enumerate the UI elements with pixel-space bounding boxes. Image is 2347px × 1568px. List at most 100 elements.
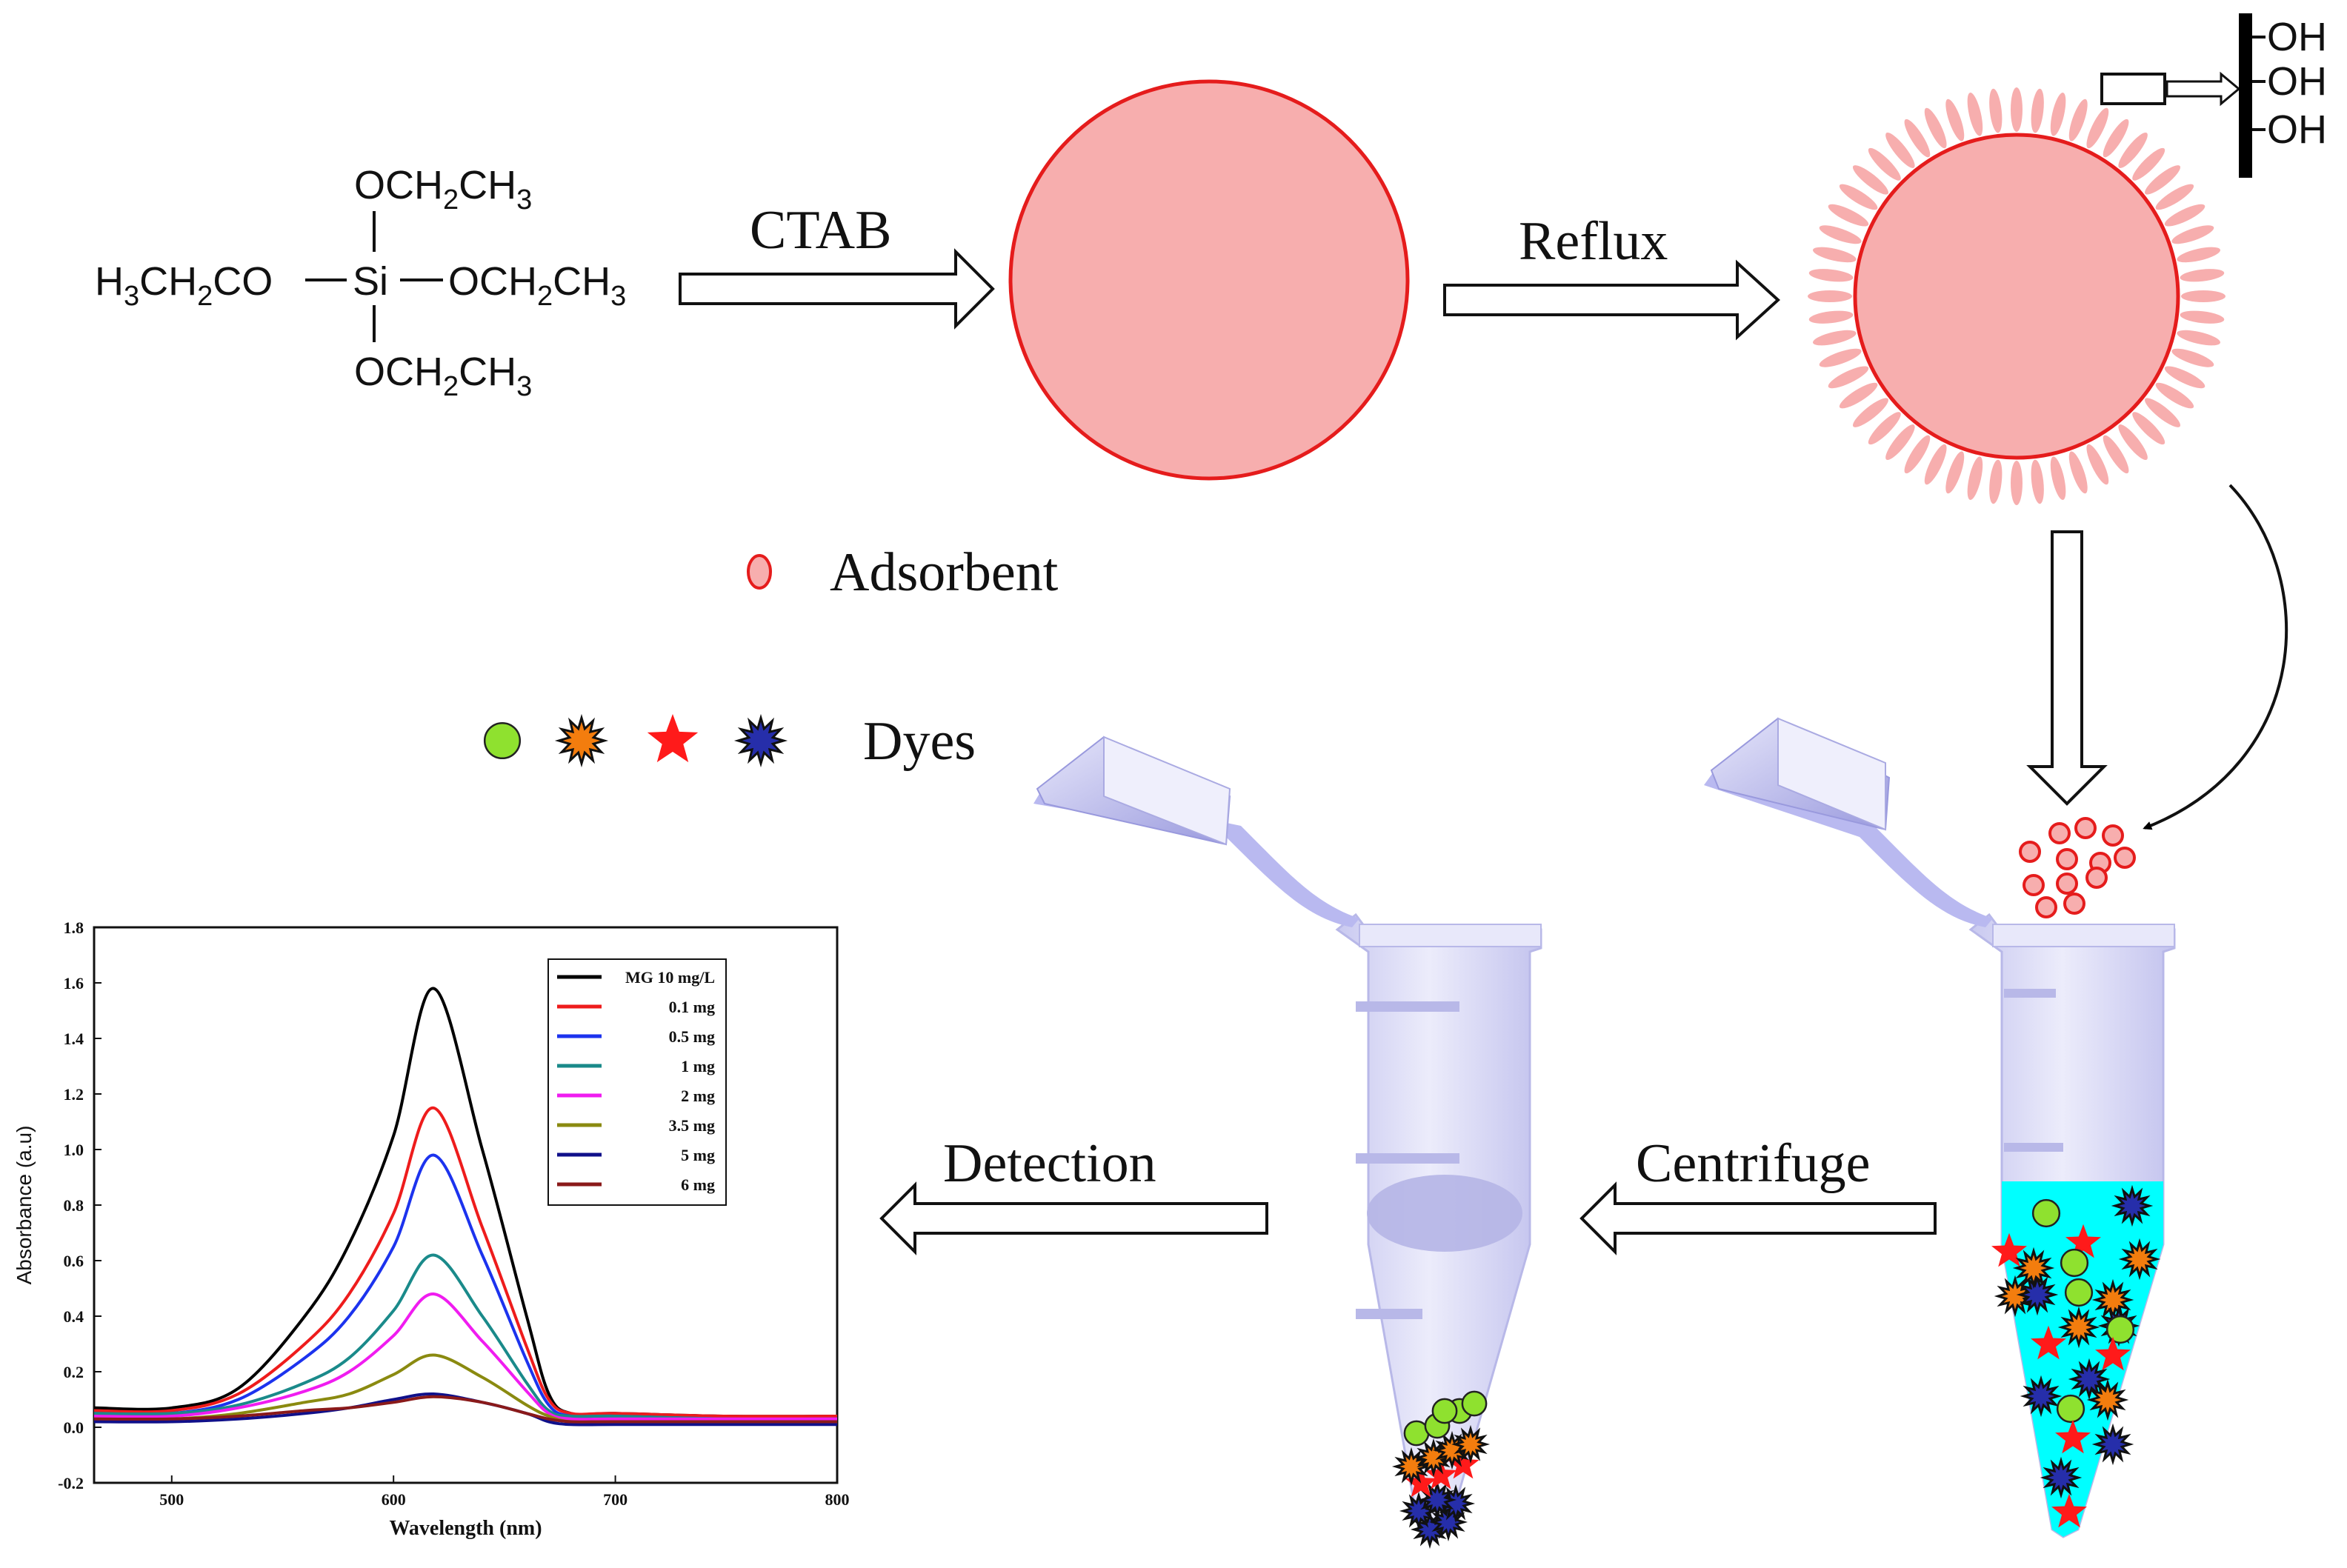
- dispersed-dye-particles: [1991, 1184, 2161, 1528]
- red-dye-icon: [2065, 1224, 2101, 1258]
- tube-with-dye-solution: [1704, 717, 2176, 1538]
- blue-dye-icon: [2016, 1273, 2059, 1316]
- legend-entry: 3.5 mg: [669, 1116, 715, 1135]
- adsorbent-spike: [2103, 119, 2129, 158]
- adsorbent-particle: [2063, 893, 2085, 915]
- ctab-label: CTAB: [750, 200, 891, 261]
- red-dye-icon: [2095, 1336, 2131, 1371]
- adsorbent-spike: [1967, 93, 1983, 136]
- adsorbent-spike: [1904, 435, 1931, 474]
- green-dye-icon: [1461, 1390, 1488, 1417]
- teos-structure: OCH2CH3 H3CH2CO Si OCH2CH3 OCH2CH3: [95, 163, 626, 402]
- curved-arrow: [2143, 484, 2288, 830]
- legend-frame: [547, 958, 727, 1206]
- adsorbent-spike: [2171, 225, 2214, 244]
- green-dye-icon: [483, 721, 522, 760]
- adsorbent-spike: [1839, 184, 1878, 210]
- legend-entry: MG 10 mg/L: [625, 968, 715, 987]
- legend-entry: 6 mg: [681, 1175, 715, 1194]
- series-line-3: [93, 1253, 838, 1421]
- silica-sphere: [1008, 79, 1410, 481]
- adsorbent-spike: [1819, 348, 1862, 367]
- ctab-arrow: [679, 248, 995, 330]
- x-tick-label: 700: [603, 1490, 627, 1509]
- tube-after-centrifuge: [1033, 735, 1542, 1549]
- orange-dye-icon: [2118, 1238, 2161, 1281]
- orange-dye-icon: [2057, 1306, 2100, 1349]
- red-dye-icon: [1425, 1458, 1457, 1489]
- blue-dye-icon: [2068, 1358, 2111, 1401]
- adsorbent-spike: [2118, 424, 2148, 461]
- surface-adsorbent-spikes: [1808, 87, 2226, 505]
- hydroxyl-3: OH: [2267, 107, 2327, 152]
- adsorbent-spike: [2068, 99, 2088, 141]
- adsorbent-spike: [1808, 310, 1854, 324]
- adsorbent-particle: [2019, 841, 2041, 863]
- series-line-7: [93, 1395, 837, 1424]
- dyes-label: Dyes: [863, 711, 976, 772]
- adsorbent-spike: [2132, 147, 2165, 181]
- legend-entry: 2 mg: [681, 1087, 715, 1105]
- green-dye-icon: [2060, 1248, 2089, 1278]
- x-axis-title: Wavelength (nm): [389, 1517, 542, 1540]
- adsorbent-spike: [2118, 132, 2148, 168]
- functionalized-sphere: [1808, 87, 2226, 505]
- red-dye-icon: [1447, 1448, 1479, 1479]
- adsorbent-spike: [1989, 88, 2003, 133]
- adsorbent-spike: [1813, 247, 1857, 263]
- series-line-1: [93, 1106, 838, 1418]
- adsorbent-spike: [1885, 424, 1915, 461]
- y-tick-label: 1.2: [64, 1085, 84, 1104]
- right-ethoxy-group: OCH2CH3: [448, 259, 626, 312]
- adsorbent-particles: [2019, 817, 2136, 918]
- adsorbent-spike: [2181, 290, 2226, 302]
- blue-dye-icon: [2091, 1423, 2134, 1466]
- adsorbent-spike: [1945, 451, 1965, 494]
- y-tick-label: 1.4: [64, 1030, 84, 1048]
- adsorbent-particle: [2023, 874, 2045, 896]
- adsorbent-spike: [1813, 330, 1857, 346]
- x-tick-label: 600: [382, 1490, 406, 1509]
- adsorbent-spike: [2145, 398, 2181, 427]
- x-tick-label: 800: [825, 1490, 850, 1509]
- surface-hydroxyl-inset: OH OH OH: [2100, 13, 2327, 178]
- green-dye-icon: [2056, 1394, 2085, 1424]
- adsorbent-spike: [2031, 459, 2044, 504]
- adsorbent-spike: [1868, 147, 1901, 181]
- adsorbent-spike: [1904, 119, 1931, 158]
- adsorbent-spike: [1839, 382, 1878, 409]
- adsorbent-spike: [1808, 290, 1852, 302]
- adsorbent-spike: [1828, 204, 1869, 227]
- adsorbent-spike: [2155, 382, 2194, 409]
- y-tick-label: 0.8: [64, 1196, 84, 1215]
- adsorbent-spike: [2103, 435, 2129, 474]
- adsorbent-spike: [2011, 461, 2023, 505]
- adsorbent-particle: [2114, 847, 2136, 869]
- adsorbent-icon: [747, 554, 772, 590]
- adsorbent-spike: [2180, 269, 2225, 282]
- adsorbent-spike: [2132, 412, 2165, 445]
- adsorbent-spike: [1852, 165, 1888, 195]
- adsorbent-spike: [2171, 348, 2214, 367]
- orange-dye-icon: [2012, 1247, 2055, 1290]
- adsorbent-spike: [2050, 456, 2066, 500]
- adsorbent-particle: [2085, 867, 2108, 889]
- red-dye-icon: [2031, 1325, 2066, 1360]
- y-tick-label: 0.2: [64, 1363, 84, 1381]
- blue-dye-icon: [2111, 1184, 2154, 1227]
- dyes-legend: [483, 713, 788, 768]
- hydroxyl-2: OH: [2267, 59, 2327, 104]
- adsorbent-spike: [2086, 444, 2109, 485]
- y-tick-label: 1.8: [64, 918, 84, 937]
- adsorbent-particle: [2056, 848, 2078, 870]
- adsorbent-spike: [1828, 366, 1869, 389]
- adsorbent-spike: [2164, 366, 2205, 389]
- adsorbent-spike: [2177, 330, 2220, 346]
- adsorbent-legend: [747, 554, 772, 590]
- adsorbent-spike: [1924, 444, 1947, 485]
- green-dye-icon: [2064, 1278, 2094, 1307]
- y-tick-label: 1.6: [64, 974, 84, 992]
- y-tick-label: 0.0: [64, 1418, 84, 1437]
- adsorbent-spike: [2031, 88, 2044, 133]
